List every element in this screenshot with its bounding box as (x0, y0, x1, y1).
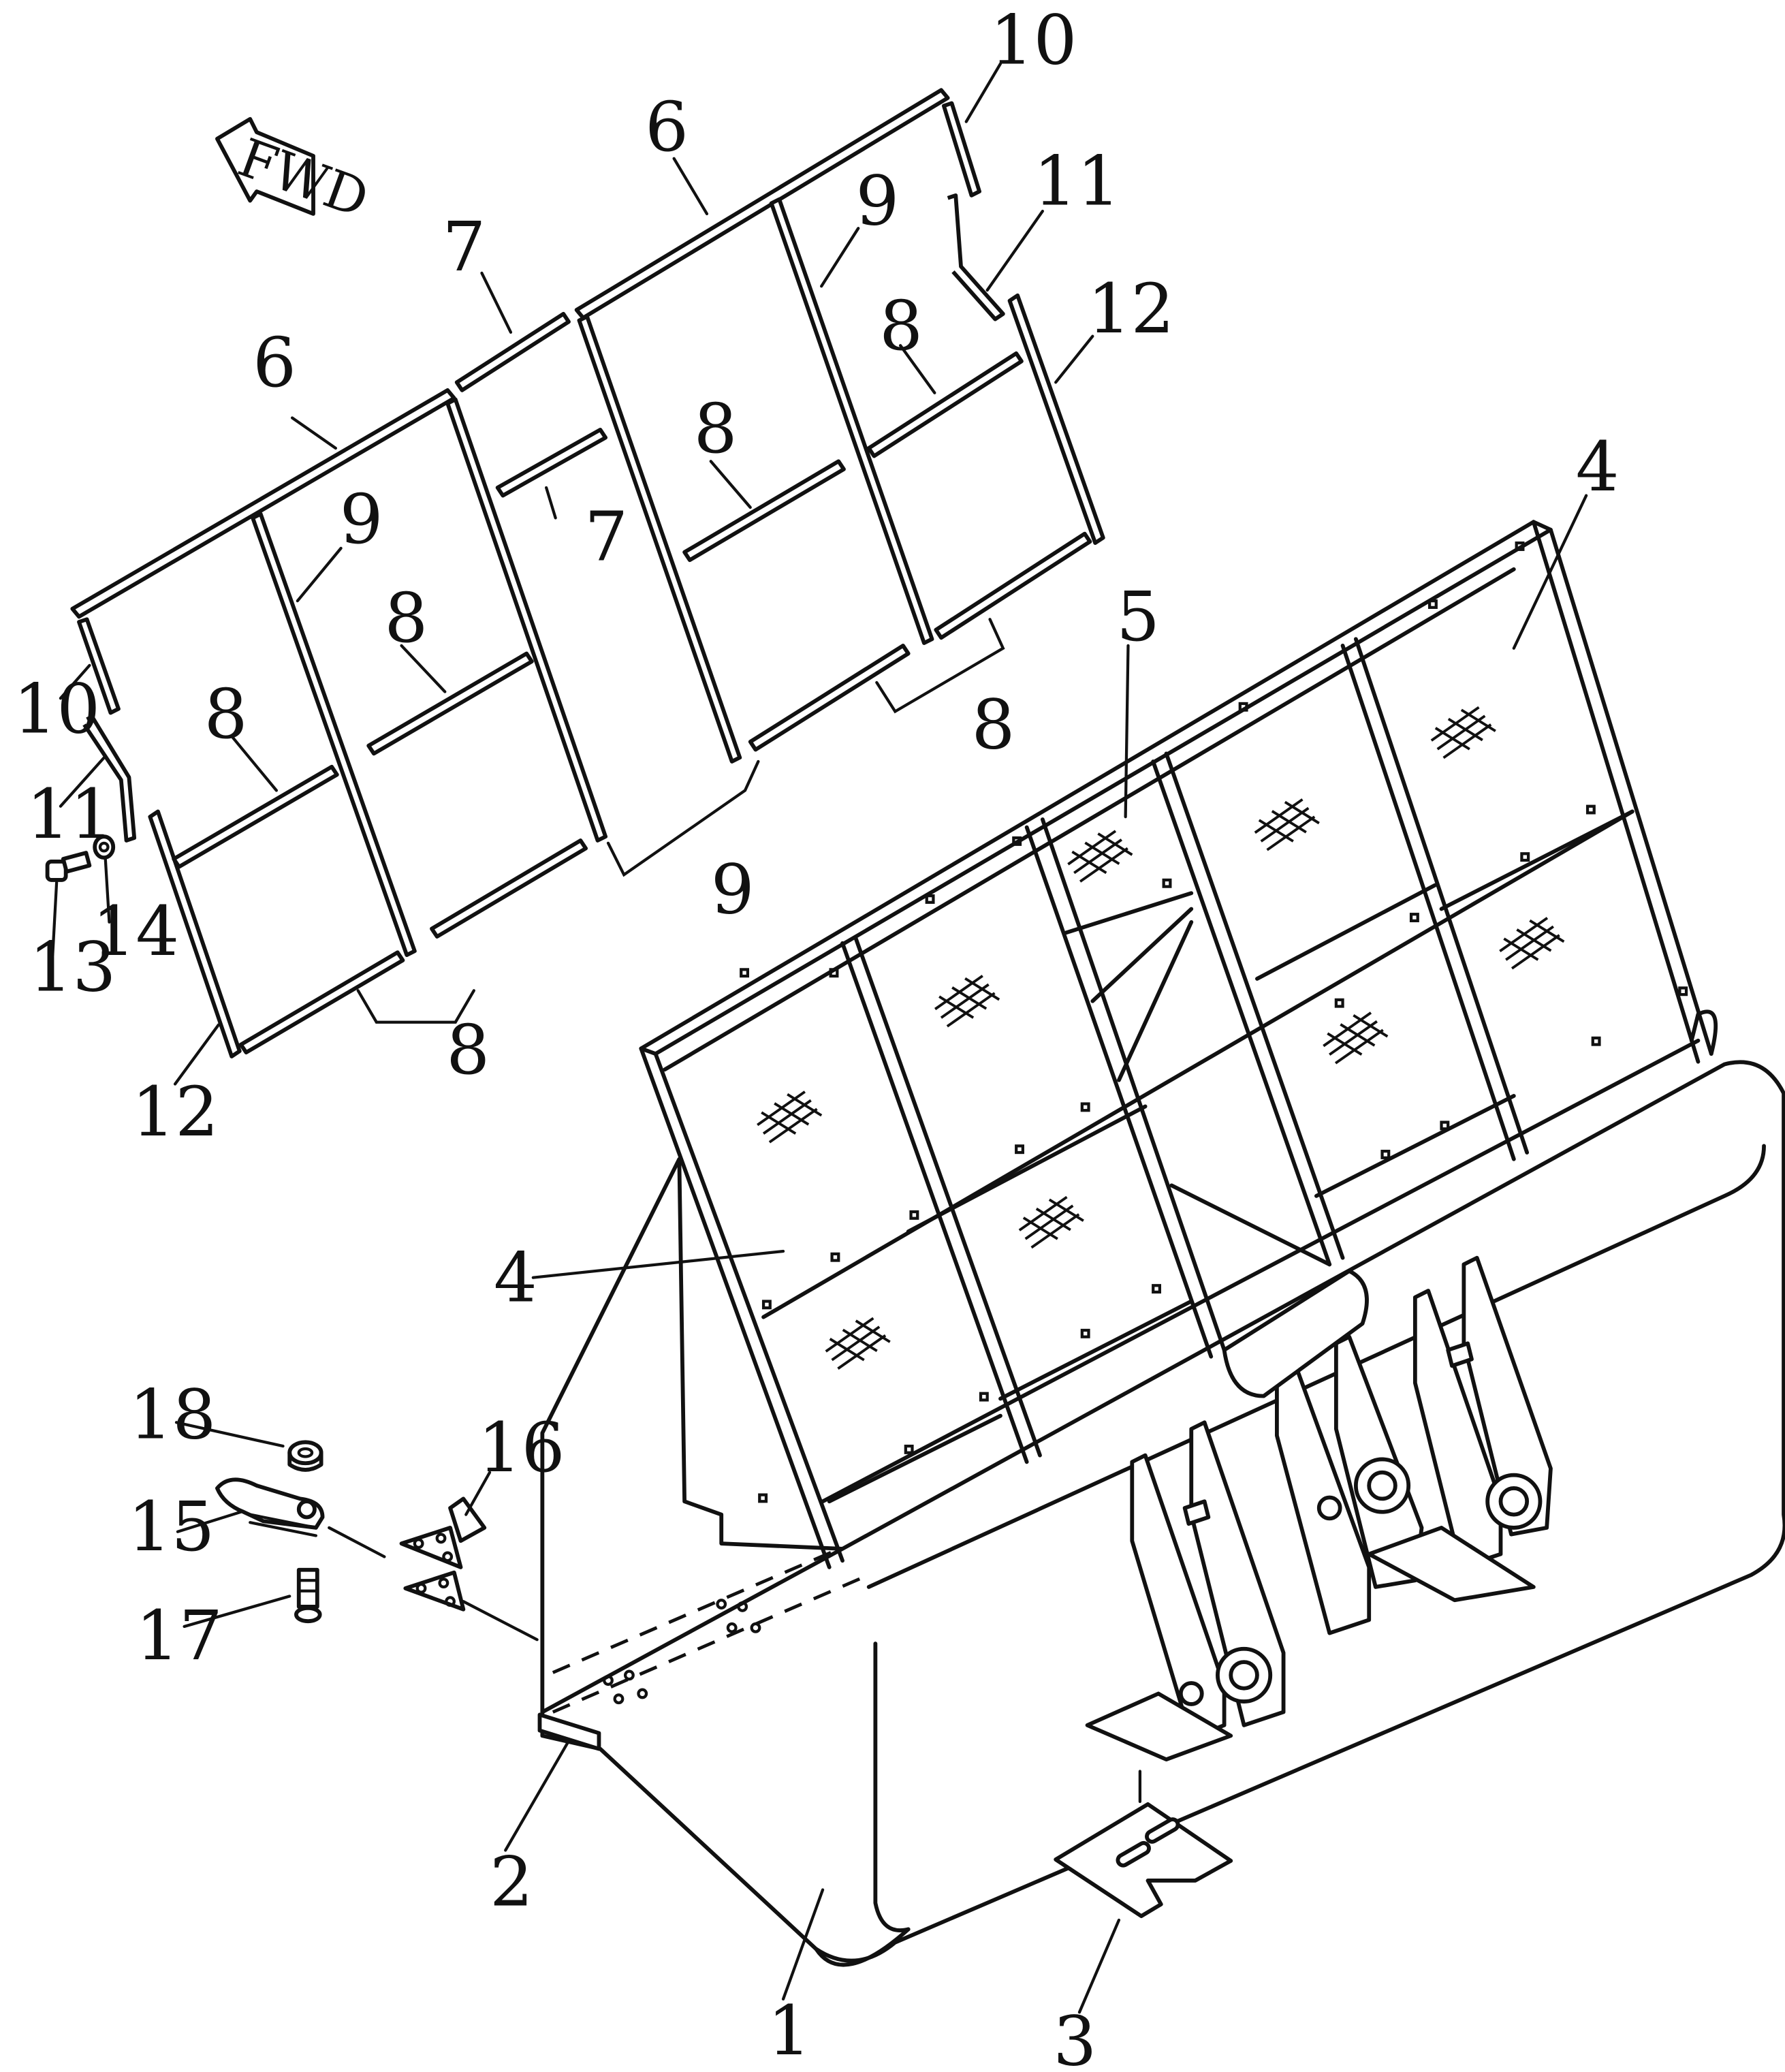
clamp-15 (215, 1477, 325, 1537)
callout-6-left: 6 (253, 323, 296, 403)
callout-6-right: 6 (645, 87, 689, 167)
hidden-bolt-holes (603, 1599, 761, 1705)
callout-8-upperright: 8 (879, 286, 923, 366)
callout-18: 18 (129, 1375, 216, 1454)
bucket-body (537, 1060, 1785, 1967)
callout-4-right: 4 (1576, 427, 1620, 507)
leader-lines (51, 62, 1588, 2014)
callout-labels: 1 2 3 4 4 5 6 6 7 7 8 8 8 8 8 8 9 9 9 10… (13, 1, 1619, 2072)
callout-13: 13 (29, 927, 116, 1007)
callout-9-left: 9 (340, 480, 383, 559)
callout-5: 5 (1116, 577, 1160, 657)
callout-16: 16 (478, 1408, 565, 1488)
plate-16 (399, 1496, 487, 1612)
callout-17: 17 (136, 1596, 223, 1676)
nut-18 (287, 1440, 323, 1472)
callout-8-bottom: 8 (446, 1010, 490, 1090)
bolt-13 (45, 851, 92, 882)
mesh-hatch-icon (757, 706, 1565, 1370)
bolt-17 (294, 1567, 322, 1624)
callout-3: 3 (1053, 2002, 1096, 2072)
callout-11-right: 11 (1033, 141, 1120, 221)
fwd-arrow-icon: FWD (215, 116, 377, 230)
fwd-label: FWD (230, 127, 376, 230)
callout-7-mid: 7 (584, 497, 628, 576)
callout-4-left: 4 (494, 1238, 537, 1317)
liner-strip-assembly (70, 88, 1105, 1058)
callout-12-left: 12 (131, 1072, 219, 1152)
callout-14: 14 (92, 892, 179, 971)
callout-2: 2 (490, 1842, 533, 1922)
callout-12-right: 12 (1088, 269, 1175, 349)
callout-8-lowerright: 8 (971, 685, 1015, 765)
callout-8-midleft: 8 (384, 578, 428, 658)
bucket-liner-frame (639, 520, 1718, 1569)
callout-9-bottom: 9 (711, 849, 755, 929)
callout-8-left: 8 (204, 674, 248, 754)
callout-10-right: 10 (990, 1, 1077, 80)
callout-11-left: 11 (27, 774, 114, 854)
callout-1: 1 (768, 1991, 811, 2071)
callout-7-top: 7 (442, 207, 486, 287)
callout-15: 15 (127, 1487, 215, 1567)
callout-9-right: 9 (855, 161, 899, 240)
callout-8-center: 8 (694, 389, 738, 469)
liner-bolt-heads (740, 541, 1688, 1503)
hardware-parts (45, 834, 539, 1642)
callout-10-left: 10 (13, 669, 100, 749)
